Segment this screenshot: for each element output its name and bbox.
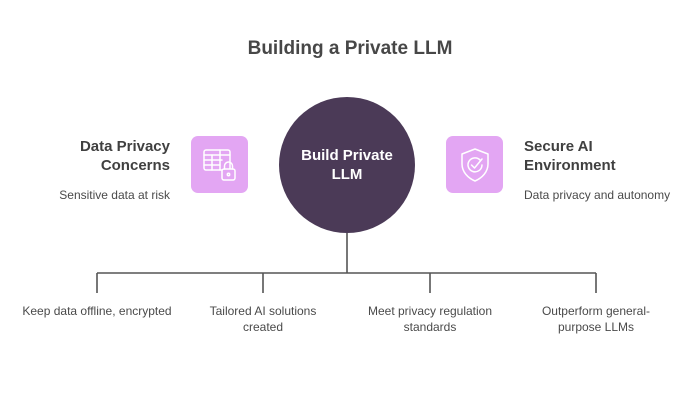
outcome-item-3: Meet privacy regulation standards (367, 304, 493, 334)
outcome-item-1: Keep data offline, encrypted (22, 304, 172, 318)
right-concept: Secure AI Environment Data privacy and a… (524, 137, 684, 203)
outcome-item-2: Tailored AI solutions created (209, 304, 317, 334)
left-concept: Data Privacy Concerns Sensitive data at … (20, 137, 170, 203)
outcome-item-4: Outperform general-purpose LLMs (541, 304, 651, 334)
table-lock-icon (191, 136, 248, 193)
diagram-title: Building a Private LLM (247, 38, 453, 59)
center-node: Build Private LLM (279, 97, 415, 233)
left-concept-description: Sensitive data at risk (59, 188, 170, 202)
left-concept-title: Data Privacy Concerns (79, 138, 170, 174)
right-concept-description: Data privacy and autonomy (524, 188, 671, 202)
center-node-label: Build Private LLM (301, 147, 393, 183)
shield-check-icon (446, 136, 503, 193)
right-concept-title: Secure AI Environment (524, 138, 616, 174)
